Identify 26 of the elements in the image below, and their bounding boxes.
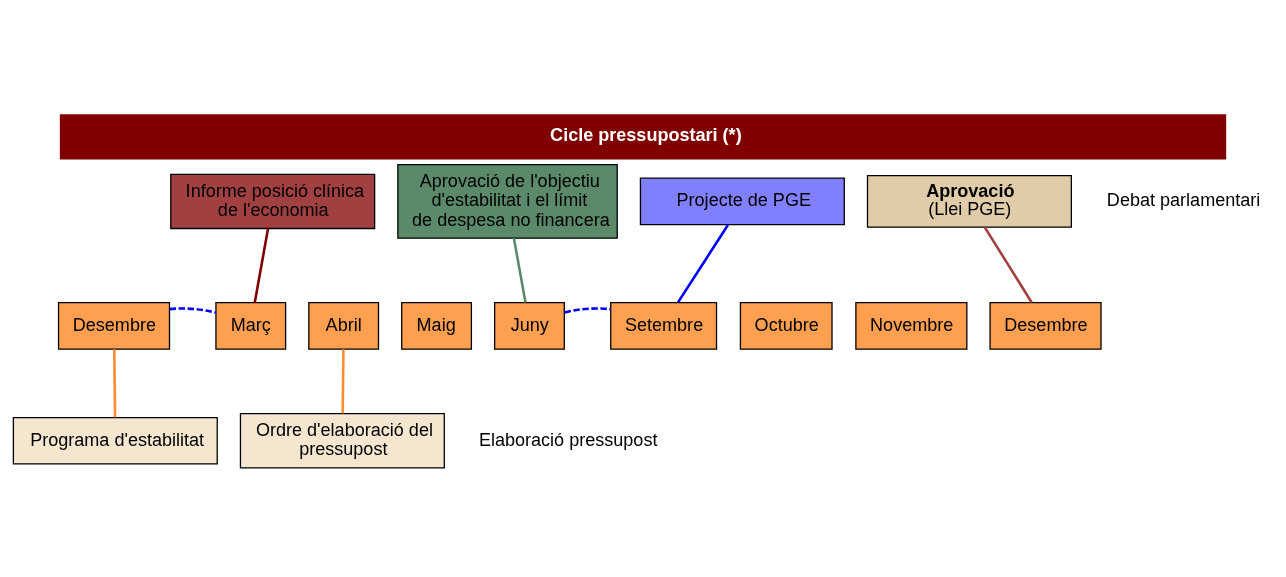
node-box: Aprovació de l'objectiu d'estabilitat i el límit de despesa no financera <box>397 164 618 239</box>
node-box: Projecte de PGE <box>639 177 845 226</box>
connector <box>564 307 611 314</box>
connector <box>341 349 345 414</box>
node-box: Informe posició clínica de l'economia <box>170 173 376 230</box>
node-box: Programa d'estabilitat <box>12 416 218 465</box>
connector <box>113 349 117 418</box>
connector <box>169 307 217 314</box>
node-box: Març <box>215 302 287 350</box>
diagram-title: Cicle pressupostari (*) <box>550 125 742 146</box>
connector <box>983 226 1033 304</box>
node-box: Juny <box>494 302 565 350</box>
connector <box>512 238 527 303</box>
node-box: Desembre <box>57 302 171 350</box>
node-box: Maig <box>401 302 473 350</box>
label: Debat parlamentari <box>1106 190 1261 211</box>
node-box: Setembre <box>610 302 718 350</box>
node-box: Aprovació (Llei PGE) <box>866 174 1072 228</box>
connector <box>253 228 270 303</box>
node-box: Abril <box>308 302 380 350</box>
node-box: Novembre <box>855 302 968 350</box>
connector <box>676 224 729 304</box>
label: Elaboració pressupost <box>478 429 658 450</box>
node-box: Ordre d'elaboració del pressupost <box>239 413 445 469</box>
node-box: Desembre <box>989 302 1102 350</box>
node-box: Octubre <box>739 302 833 350</box>
